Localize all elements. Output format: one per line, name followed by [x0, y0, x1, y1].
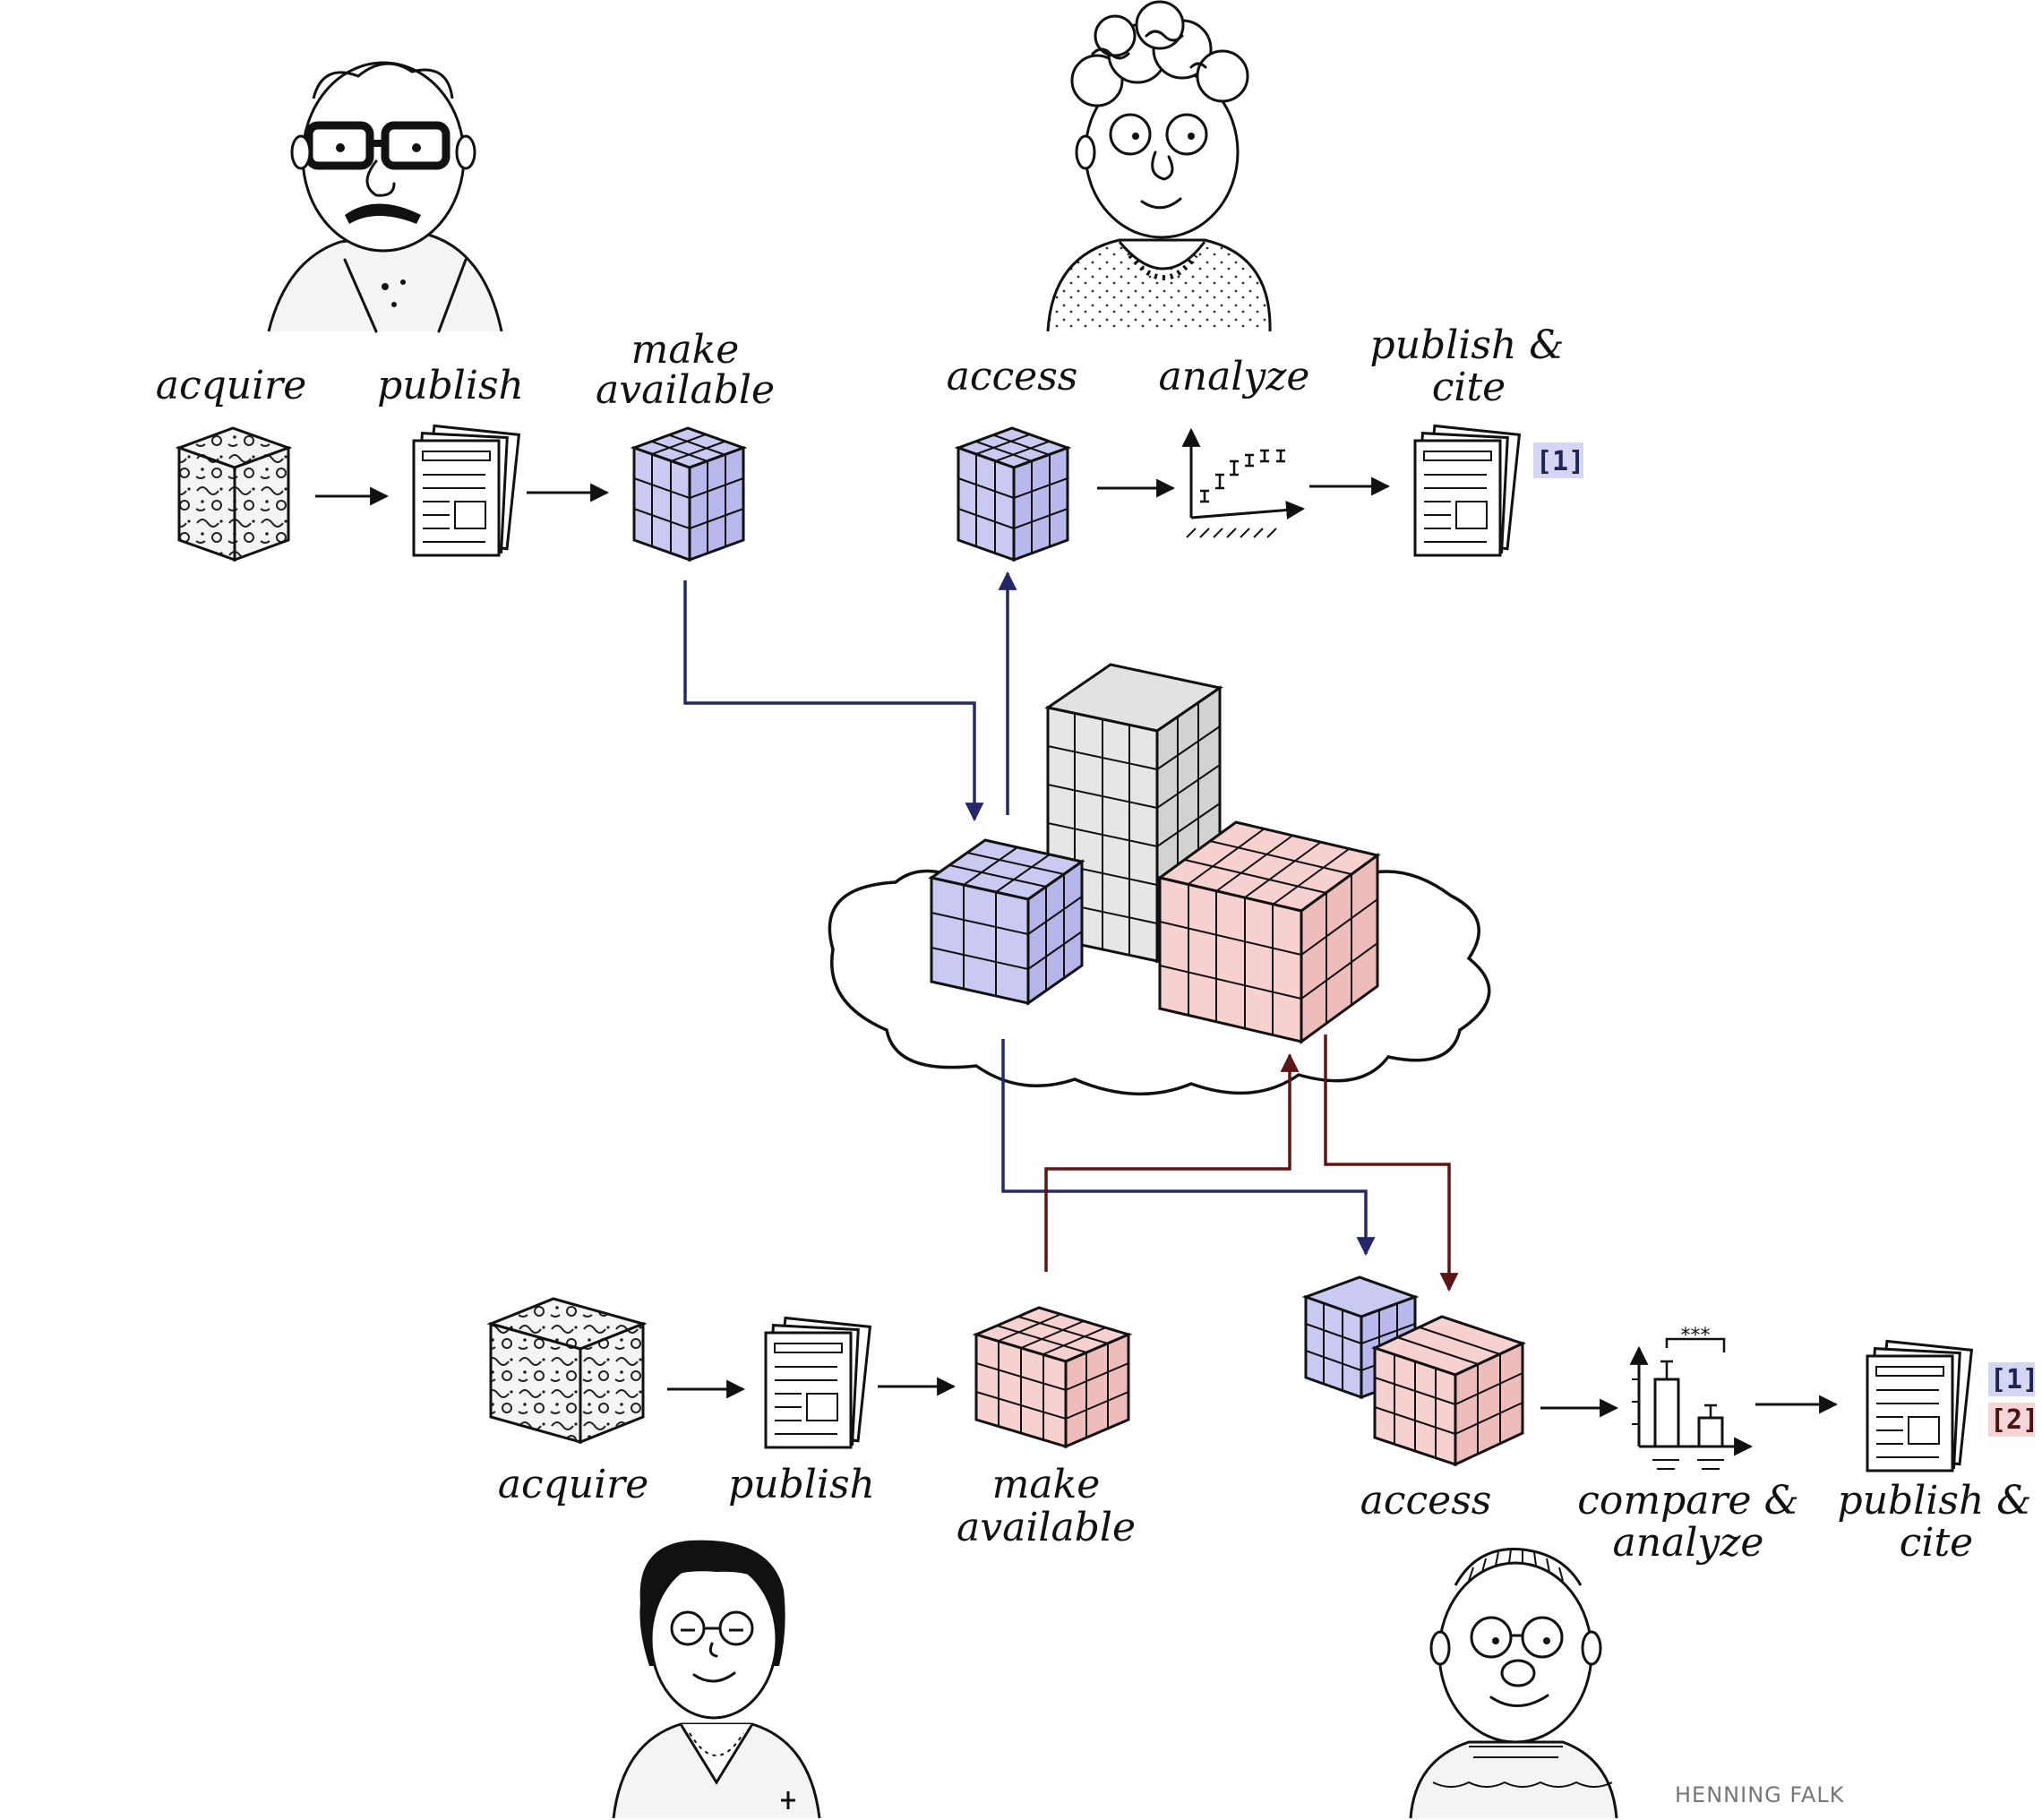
cloud-blue-dataset-cube-icon — [928, 838, 1085, 1006]
paper-icon — [412, 424, 521, 557]
comparison-bar-chart-icon — [1629, 1337, 1754, 1470]
blue-dataset-cube-access-icon — [954, 426, 1072, 562]
red-dataset-cube-icon — [972, 1306, 1133, 1449]
label-make-1: make — [631, 327, 740, 373]
label-available-1: available — [596, 367, 775, 413]
label-make-2: make — [992, 1462, 1101, 1507]
raw-data-cube-2-icon — [486, 1297, 648, 1445]
blue-dataset-cube-icon — [630, 426, 748, 562]
significance-annotation: *** — [1681, 1325, 1711, 1347]
red-upload-arrow — [1044, 1052, 1300, 1272]
label-available-2: available — [957, 1505, 1136, 1550]
citation-highlight-bottom-2 — [1988, 1403, 2035, 1437]
label-acquire-2: acquire — [498, 1462, 649, 1507]
analysis-chart-icon — [1181, 427, 1306, 538]
citation-top: [1] — [1536, 446, 1584, 477]
artist-signature: HENNING FALK — [1675, 1782, 1845, 1807]
paper-2-icon — [764, 1316, 872, 1449]
label-publish-1: publish — [377, 363, 524, 408]
citation-highlight-top — [1533, 442, 1583, 478]
label-publish-2: publish — [728, 1462, 875, 1507]
label-analyze-1: analyze — [1159, 354, 1310, 399]
label-publish-and-1: publish & — [1370, 322, 1565, 368]
red-cube-accessed-icon — [1370, 1315, 1527, 1467]
label-access-1: access — [947, 354, 1078, 399]
label-access-2: access — [1360, 1478, 1492, 1524]
label-analyze-2: analyze — [1613, 1520, 1764, 1566]
label-cite-1: cite — [1432, 365, 1506, 410]
citation-highlight-bottom-1 — [1988, 1362, 2035, 1396]
label-cite-2: cite — [1900, 1520, 1973, 1566]
label-publish-and-2: publish & — [1838, 1478, 2032, 1524]
blue-upload-arrow — [683, 580, 984, 822]
citation-bottom-2: [2] — [1990, 1404, 2038, 1436]
researcher-2-portrait-icon — [1046, 0, 1272, 332]
published-paper-icon — [1413, 424, 1522, 557]
researcher-4-portrait-icon — [1409, 1548, 1618, 1819]
label-compare-and: compare & — [1577, 1478, 1798, 1524]
citation-bottom-1: [1] — [1990, 1364, 2038, 1395]
researcher-1-portrait-icon — [267, 61, 503, 333]
label-acquire-1: acquire — [156, 363, 307, 408]
cloud-red-dataset-cube-icon — [1156, 820, 1381, 1044]
researcher-3-portrait-icon — [612, 1540, 821, 1819]
final-paper-icon — [1866, 1339, 1974, 1472]
raw-data-cube-icon — [175, 426, 293, 562]
red-download-arrow — [1324, 1034, 1459, 1292]
blue-download-arrow — [1001, 1039, 1376, 1257]
